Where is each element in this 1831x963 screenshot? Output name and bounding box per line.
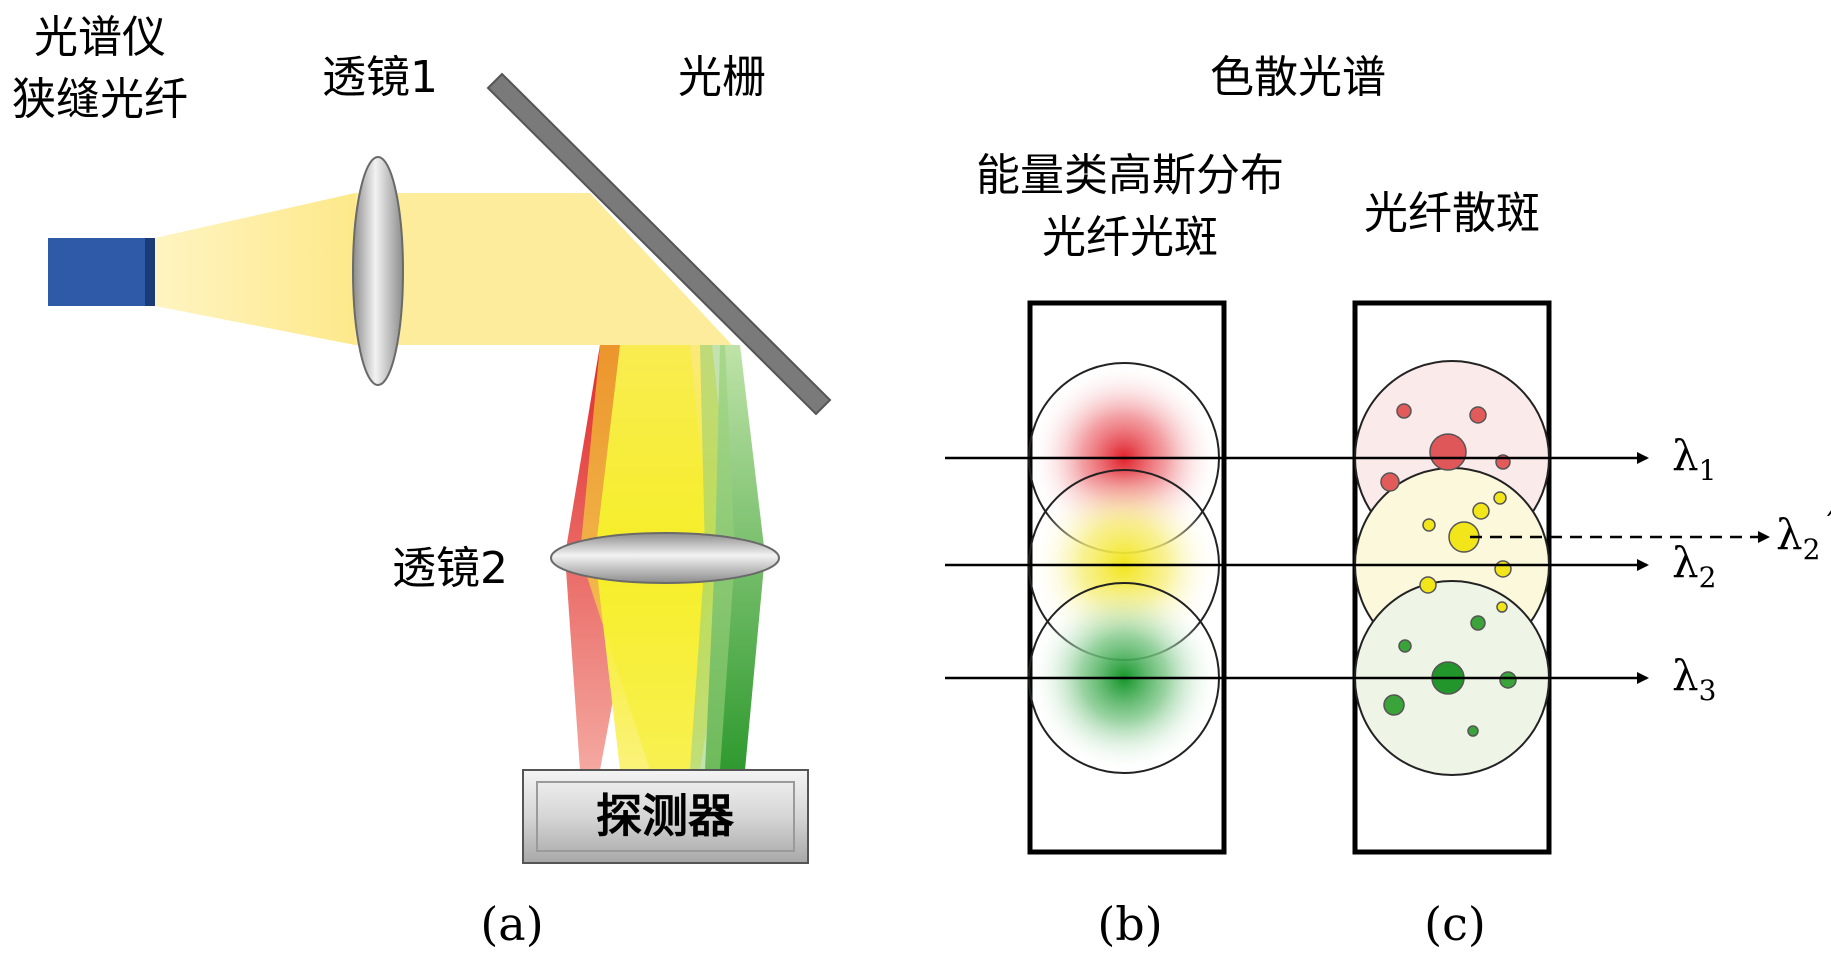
label-detector: 探测器 bbox=[596, 789, 735, 843]
label-lambda2: λ2 bbox=[1672, 538, 1716, 594]
panel-c-label: (c) bbox=[1424, 897, 1486, 951]
red-speckles bbox=[1380, 403, 1511, 492]
lambda2p-base: λ bbox=[1776, 510, 1803, 559]
speckle bbox=[1470, 615, 1486, 631]
speckle bbox=[1493, 491, 1507, 505]
speckle bbox=[1469, 406, 1487, 424]
lambda3-base: λ bbox=[1672, 651, 1699, 700]
speckle bbox=[1419, 576, 1437, 594]
lambda2p-sub: 2 bbox=[1803, 533, 1821, 566]
detector-face bbox=[536, 781, 795, 852]
label-lens1: 透镜1 bbox=[322, 52, 438, 103]
label-gaussian-1: 能量类高斯分布 bbox=[976, 150, 1284, 201]
speckle bbox=[1494, 560, 1512, 578]
lens2 bbox=[550, 532, 780, 584]
speckle bbox=[1396, 403, 1412, 419]
speckle bbox=[1398, 639, 1412, 653]
speckle bbox=[1499, 671, 1517, 689]
label-lambda2-prime: λ2´ bbox=[1776, 506, 1831, 566]
label-gaussian-2: 光纤光斑 bbox=[1042, 212, 1218, 263]
fiber-slit bbox=[48, 238, 155, 306]
lens1 bbox=[352, 156, 404, 386]
lambda2-base: λ bbox=[1672, 538, 1699, 587]
label-grating: 光栅 bbox=[678, 52, 766, 103]
fiber-slit-end bbox=[145, 238, 155, 306]
label-scatter-spot: 光纤散斑 bbox=[1364, 188, 1540, 239]
speckle bbox=[1422, 518, 1436, 532]
label-dispersion-spectrum: 色散光谱 bbox=[1210, 52, 1386, 103]
label-slit-fiber-1: 光谱仪 bbox=[34, 12, 166, 63]
panel-a-label: (a) bbox=[480, 897, 543, 951]
detector bbox=[522, 769, 809, 864]
collimated-beam bbox=[355, 193, 732, 345]
speckle bbox=[1429, 433, 1467, 471]
lambda2p-mark: ´ bbox=[1820, 506, 1831, 546]
panel-b-label: (b) bbox=[1097, 897, 1162, 951]
speckle bbox=[1472, 502, 1490, 520]
grating bbox=[486, 72, 832, 416]
lambda2-sub: 2 bbox=[1699, 561, 1717, 594]
speckle bbox=[1467, 725, 1479, 737]
lambda1-sub: 1 bbox=[1699, 454, 1717, 487]
label-lambda3: λ3 bbox=[1672, 651, 1716, 707]
label-lambda1: λ1 bbox=[1672, 431, 1716, 487]
label-lens2: 透镜2 bbox=[392, 543, 508, 594]
speckle bbox=[1383, 694, 1405, 716]
input-beam bbox=[155, 193, 355, 345]
lambda1-base: λ bbox=[1672, 431, 1699, 480]
speckle bbox=[1496, 601, 1508, 613]
speckle bbox=[1380, 472, 1400, 492]
label-slit-fiber-2: 狭缝光纤 bbox=[12, 74, 188, 125]
lambda3-sub: 3 bbox=[1699, 674, 1717, 707]
